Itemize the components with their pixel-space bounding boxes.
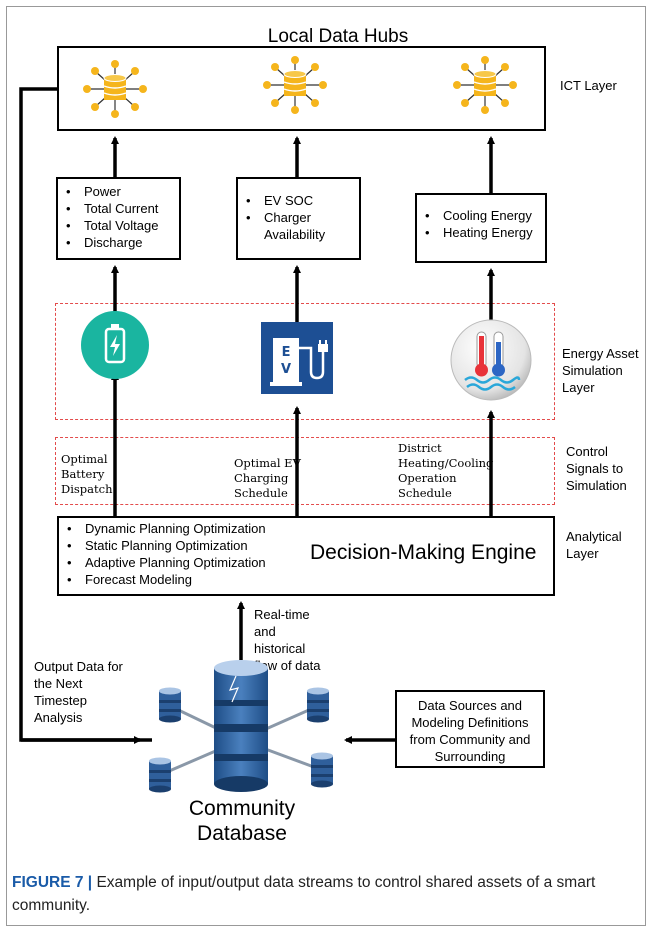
diagram-title: Local Data Hubs <box>267 26 409 47</box>
ev-data-box: EV SOC Charger Availability <box>236 177 361 260</box>
database-hub-icon <box>452 55 518 115</box>
battery-data-box: Power Total Current Total Voltage Discha… <box>56 177 181 260</box>
energy-asset-layer-label: Energy Asset Simulation Layer <box>562 346 639 395</box>
list-item: Heating Energy <box>425 224 545 241</box>
database-hub-icon <box>82 59 148 119</box>
ev-letter-v: V <box>281 362 291 377</box>
community-database-label: Community Database <box>188 797 296 845</box>
figure-caption: FIGURE 7 | Example of input/output data … <box>12 871 637 917</box>
list-item: Adaptive Planning Optimization <box>67 554 553 571</box>
analytical-layer-label: Analytical Layer <box>566 529 622 561</box>
battery-icon <box>81 311 149 379</box>
list-item: Total Current <box>66 200 179 217</box>
ev-letter-e: E <box>282 345 291 360</box>
ev-charger-icon: E V <box>261 322 333 394</box>
decision-engine-box: Dynamic Planning Optimization Static Pla… <box>57 516 555 596</box>
data-sources-box: Data Sources and Modeling Definitions fr… <box>395 690 545 768</box>
engine-methods-list: Dynamic Planning Optimization Static Pla… <box>59 520 553 588</box>
caption-text: Example of input/output data streams to … <box>12 874 596 914</box>
data-sources-label: Data Sources and Modeling Definitions fr… <box>409 698 531 764</box>
energy-asset-layer-region <box>55 303 555 420</box>
output-data-label: Output Data for the Next Timestep Analys… <box>34 659 123 725</box>
database-hub-icon <box>262 55 328 115</box>
control-signals-layer-label: Control Signals to Simulation <box>566 444 627 493</box>
list-item: Discharge <box>66 234 179 251</box>
thermometer-icon <box>450 319 532 401</box>
control-signals-region <box>55 437 555 505</box>
data-flow-label: Real-time and historical flow of data <box>254 607 321 673</box>
ev-data-list: EV SOC Charger Availability <box>238 192 359 243</box>
ict-layer-label: ICT Layer <box>560 78 617 93</box>
database-cluster-icon <box>149 660 333 793</box>
figure-frame <box>6 6 646 926</box>
list-item: Dynamic Planning Optimization <box>67 520 553 537</box>
thermal-data-box: Cooling Energy Heating Energy <box>415 193 547 263</box>
engine-title: Decision-Making Engine <box>310 541 537 564</box>
ev-control-label: Optimal EV Charging Schedule <box>234 456 301 500</box>
list-item: Static Planning Optimization <box>67 537 553 554</box>
list-item: Charger Availability <box>246 209 359 243</box>
list-item: Cooling Energy <box>425 207 545 224</box>
thermal-control-label: District Heating/Cooling Operation Sched… <box>398 441 494 500</box>
battery-control-label: Optimal Battery Dispatch <box>61 452 113 496</box>
thermal-data-list: Cooling Energy Heating Energy <box>417 207 545 241</box>
battery-data-list: Power Total Current Total Voltage Discha… <box>58 183 179 251</box>
arrow-output-loop <box>19 87 152 742</box>
caption-label: FIGURE 7 | <box>12 874 93 891</box>
list-item: Power <box>66 183 179 200</box>
list-item: Total Voltage <box>66 217 179 234</box>
list-item: Forecast Modeling <box>67 571 553 588</box>
list-item: EV SOC <box>246 192 359 209</box>
